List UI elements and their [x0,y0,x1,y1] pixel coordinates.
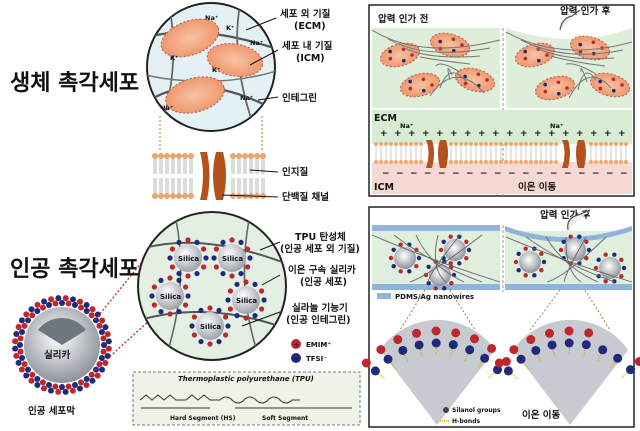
ecm-panel-label: ECM [374,113,397,124]
bio-tactile-cell-title: 생체 촉각세포 [10,71,139,96]
svg-text:−: − [494,169,502,179]
svg-text:+: + [464,129,472,139]
svg-text:−: − [452,169,460,179]
svg-text:−: − [382,169,390,179]
svg-text:Silica: Silica [160,293,181,301]
svg-text:K⁺: K⁺ [170,54,178,62]
artificial-membrane-caption: 인공 세포막 [28,405,75,417]
svg-text:−: − [410,169,418,179]
svg-text:Silica: Silica [178,255,199,263]
protein-channel [200,152,226,200]
svg-text:TPU 탄성체(인공 세포 외 기질): TPU 탄성체(인공 세포 외 기질) [280,231,360,255]
svg-text:−: − [508,169,516,179]
artificial-tactile-cell-title: 인공 촉각세포 [10,257,139,282]
svg-text:Silica: Silica [236,297,257,305]
svg-text:−: − [424,169,432,179]
svg-text:Na⁺: Na⁺ [205,14,218,22]
svg-text:−: − [592,169,600,179]
svg-text:−: − [536,169,544,179]
svg-text:−: − [466,169,474,179]
svg-text:+: + [548,129,556,139]
tpu-box-title: Thermoplastic polyurethane (TPU) [178,375,314,383]
hbonds-label: H-bonds [452,418,480,425]
artificial-pressure-panel: 압력 인가 후 PDMS/Ag nanowires Silanol groups… [361,206,640,428]
tpu-label: TPU 탄성체(인공 세포 외 기질) [259,231,360,255]
svg-text:−: − [620,169,628,179]
svg-text:−: − [396,169,404,179]
svg-text:+: + [408,129,416,139]
svg-text:Silica: Silica [222,255,243,263]
bio-cell-circle: K⁺ K⁺ Na⁺ Na⁺ Na⁺ K⁺ Na⁺ [146,2,276,132]
svg-text:Na⁺: Na⁺ [250,39,263,47]
svg-text:−: − [522,169,530,179]
svg-text:−: − [606,169,614,179]
svg-text:실라놀 기능기(인공 인테그린): 실라놀 기능기(인공 인테그린) [286,302,350,326]
icm-panel-label: ICM [374,182,394,193]
svg-text:+: + [604,129,612,139]
svg-text:+: + [506,129,514,139]
svg-text:+: + [562,129,570,139]
hard-segment-label: Hard Segment (HS) [170,415,236,422]
svg-text:Silica: Silica [200,323,221,331]
ion-move-label: 이온 이동 [518,181,557,193]
svg-text:−: − [438,169,446,179]
bio-pressure-panel: 압력 인가 전 압력 인가 후 ECM ICM 이온 이동 + − + − + − + − + −… [368,4,635,197]
svg-text:인지질: 인지질 [282,166,308,178]
svg-text:세포 내 기질(ICM): 세포 내 기질(ICM) [282,40,333,64]
soft-segment-label: Soft Segment [262,415,308,422]
svg-text:−: − [550,169,558,179]
svg-text:+: + [422,129,430,139]
svg-text:이온 구속 실리카(인공 세포): 이온 구속 실리카(인공 세포) [288,264,356,288]
svg-text:K⁺: K⁺ [212,66,220,74]
svg-text:K⁺: K⁺ [226,24,234,32]
ecm-label: 세포 외 기질(ECM) [245,8,331,32]
silica-core-label: 실리카 [44,349,70,361]
svg-text:+: + [520,129,528,139]
svg-text:+: + [436,129,444,139]
silanol-groups-label: Silanol groups [452,407,501,414]
svg-text:+: + [492,129,500,139]
icm-label: 세포 내 기질(ICM) [249,40,333,66]
svg-text:+: + [618,129,626,139]
artificial-membrane-sphere: 실리카 [12,295,112,395]
lipid-bilayer [150,150,270,202]
before-pressure-label: 압력 인가 전 [378,13,428,25]
svg-text:Na⁺: Na⁺ [240,94,253,102]
tpu-structure-box: Thermoplastic polyurethane (TPU) Hard Se… [132,371,361,426]
svg-text:+: + [576,129,584,139]
svg-text:Na⁺: Na⁺ [400,122,413,130]
integrin-label: 인테그린 [257,92,317,104]
silanol-label: 실라놀 기능기(인공 인테그린) [241,302,350,327]
emim-legend: EMIM⁺ [306,341,331,349]
svg-text:Na⁺: Na⁺ [550,122,563,130]
ion-legend: + EMIM⁺ − TFSI⁻ [291,339,331,363]
svg-text:단백질 채널: 단백질 채널 [282,191,329,203]
svg-text:−: − [480,169,488,179]
svg-text:+: + [380,129,388,139]
svg-text:−: − [564,169,572,179]
svg-text:+: + [394,129,402,139]
pdms-legend: PDMS/Ag nanowires [395,293,474,301]
svg-text:+: + [590,129,598,139]
svg-text:Na⁺: Na⁺ [160,104,173,112]
svg-text:+: + [478,129,486,139]
svg-text:+: + [534,129,542,139]
svg-text:−: − [293,354,300,363]
ion-move-label-2: 이온 이동 [522,409,561,421]
svg-text:+: + [293,340,300,349]
svg-text:세포 외 기질(ECM): 세포 외 기질(ECM) [280,8,331,32]
protein-channel-label: 단백질 채널 [221,191,329,203]
silica-ion-label: 이온 구속 실리카(인공 세포) [261,264,356,288]
lipid-label: 인지질 [249,166,308,178]
svg-text:−: − [578,169,586,179]
svg-text:+: + [450,129,458,139]
integrin-text: 인테그린 [282,92,317,104]
after-pressure-label: 압력 인가 후 [560,5,611,17]
tfsi-legend: TFSI⁻ [306,355,327,363]
